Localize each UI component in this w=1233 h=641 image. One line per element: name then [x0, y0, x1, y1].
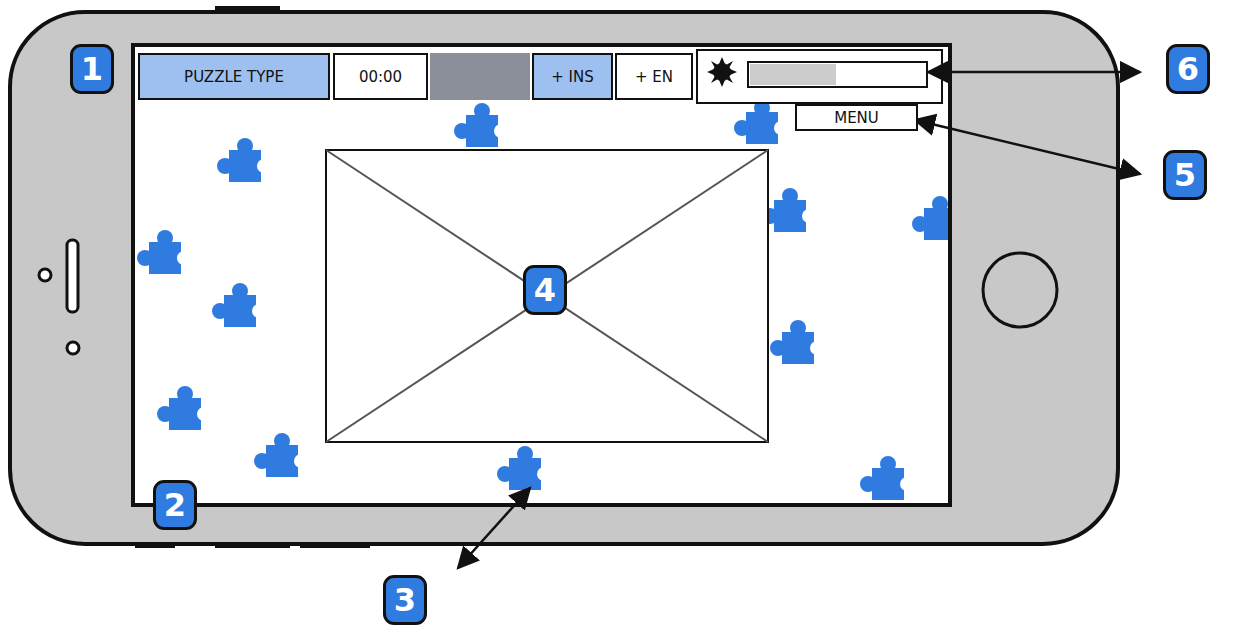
- callout-number: 3: [394, 581, 416, 619]
- box-label: MENU: [834, 109, 879, 127]
- camera-dot: [39, 269, 51, 281]
- energy-button: + EN: [615, 53, 693, 100]
- callout-number: 1: [81, 50, 103, 88]
- callout-badge: 4: [523, 265, 567, 315]
- blank-slot: [430, 53, 530, 100]
- phone-body: [10, 12, 1118, 544]
- callout-badge: 6: [1166, 44, 1210, 94]
- box-label: PUZZLE TYPE: [184, 68, 284, 86]
- callout-badge: 1: [70, 44, 114, 94]
- leader-arrow: [928, 71, 1140, 74]
- image-placeholder: [326, 150, 768, 442]
- home-button: [983, 253, 1057, 327]
- callout-badge: 3: [383, 575, 427, 625]
- puzzle-pieces: [137, 100, 948, 500]
- callout-badge: 2: [153, 480, 197, 530]
- sensor-dot: [67, 342, 79, 354]
- leader-arrow: [915, 120, 1140, 174]
- progress-fill: [750, 64, 836, 85]
- callout-number: 6: [1177, 50, 1199, 88]
- callout-number: 2: [164, 486, 186, 524]
- box-label: + INS: [551, 68, 594, 86]
- leader-arrow: [458, 488, 530, 568]
- callout-badge: 5: [1163, 150, 1207, 200]
- energy-panel: [697, 50, 942, 103]
- callout-number: 4: [534, 271, 556, 309]
- insight-button: + INS: [532, 53, 613, 100]
- progress-bar: [748, 62, 927, 87]
- sun-icon: [707, 57, 737, 87]
- puzzle-type-box: PUZZLE TYPE: [138, 53, 330, 100]
- callout-number: 5: [1174, 156, 1196, 194]
- speaker-slot: [67, 240, 78, 312]
- screen: [133, 45, 950, 505]
- menu-button: MENU: [795, 104, 918, 131]
- timer-box: 00:00: [333, 53, 428, 100]
- box-label: 00:00: [359, 68, 402, 86]
- box-label: + EN: [635, 68, 673, 86]
